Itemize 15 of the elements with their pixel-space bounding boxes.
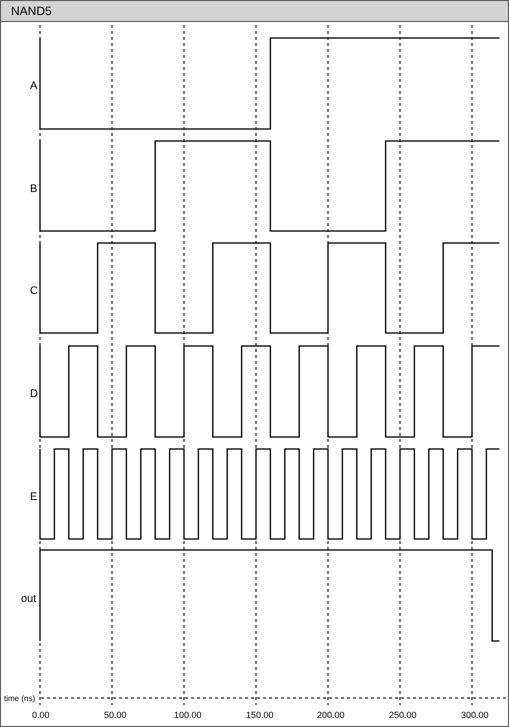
tick-label: 300.00	[461, 709, 489, 721]
tick-label: 250.00	[389, 709, 417, 721]
signal-label: D	[30, 388, 38, 400]
signal-label: A	[30, 80, 38, 92]
tick-label: 0.00	[32, 709, 50, 721]
axis-title: time (ns)	[4, 693, 36, 705]
tick-label: 50.00	[104, 709, 127, 721]
tick-label: 100.00	[174, 709, 202, 721]
signal-label: B	[30, 183, 38, 195]
signal-label: E	[30, 491, 38, 503]
tick-label: 150.00	[246, 709, 274, 721]
signal-label: out	[21, 593, 36, 605]
panel-title: NAND5	[11, 4, 52, 18]
signal-label: C	[30, 285, 38, 297]
tick-label: 200.00	[317, 709, 345, 721]
